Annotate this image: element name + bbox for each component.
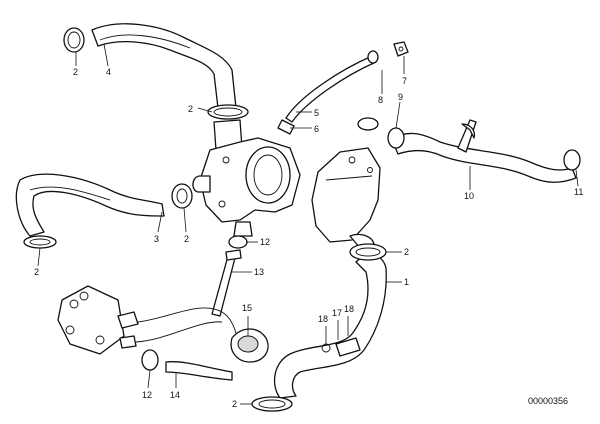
callout-10: 10 — [464, 191, 474, 201]
hose-clamp — [63, 27, 85, 53]
callout-3: 3 — [154, 234, 159, 244]
sealing-cap — [230, 328, 269, 363]
hose-clamp — [349, 243, 387, 261]
vent-hose — [211, 249, 242, 317]
callout-2: 2 — [232, 399, 237, 409]
hose-clamp — [357, 117, 379, 131]
callout-13: 13 — [254, 267, 264, 277]
callout-2: 2 — [34, 267, 39, 277]
hose-clamp — [23, 235, 57, 249]
callout-14: 14 — [170, 390, 180, 400]
hose-clamp — [321, 337, 361, 357]
drawing-code: 00000356 — [528, 396, 568, 406]
callout-12: 12 — [260, 237, 270, 247]
callout-1: 1 — [404, 277, 409, 287]
callout-7: 7 — [402, 76, 407, 86]
hose-clamp — [228, 235, 248, 249]
hose-clamp — [367, 50, 379, 64]
callout-2: 2 — [184, 234, 189, 244]
callout-8: 8 — [378, 95, 383, 105]
hose-clamp — [563, 149, 581, 171]
callout-18: 18 — [344, 304, 354, 314]
callout-5: 5 — [314, 108, 319, 118]
connecting-flange — [57, 285, 139, 355]
callout-2: 2 — [73, 67, 78, 77]
callout-15: 15 — [242, 303, 252, 313]
callout-6: 6 — [314, 124, 319, 134]
hose-clamp — [387, 127, 405, 149]
callout-2: 2 — [188, 104, 193, 114]
lower-radiator-hose — [273, 254, 387, 399]
leader-lines — [37, 43, 579, 405]
hose-upper-left — [91, 23, 237, 109]
callout-11: 11 — [574, 187, 583, 197]
hose-clamp — [207, 104, 249, 120]
hose-clamp — [171, 183, 193, 209]
callout-12: 12 — [142, 390, 152, 400]
bleed-valve — [393, 41, 409, 57]
callout-2: 2 — [404, 247, 409, 257]
radiator-hose-left — [15, 173, 165, 237]
thermostat-housing — [192, 137, 301, 237]
callout-4: 4 — [106, 67, 111, 77]
hose-clamp — [251, 396, 293, 412]
return-hose — [165, 361, 233, 381]
callout-18: 18 — [318, 314, 328, 324]
water-pump-cover — [311, 147, 381, 249]
hose-clamp — [141, 349, 159, 371]
callout-labels: 2 4 2 5 6 7 8 9 10 11 3 2 12 2 2 1 13 15… — [34, 67, 583, 409]
callout-9: 9 — [398, 92, 403, 102]
heater-hose-right — [391, 119, 577, 183]
coolant-pipe — [135, 307, 238, 351]
callout-17: 17 — [332, 308, 342, 318]
